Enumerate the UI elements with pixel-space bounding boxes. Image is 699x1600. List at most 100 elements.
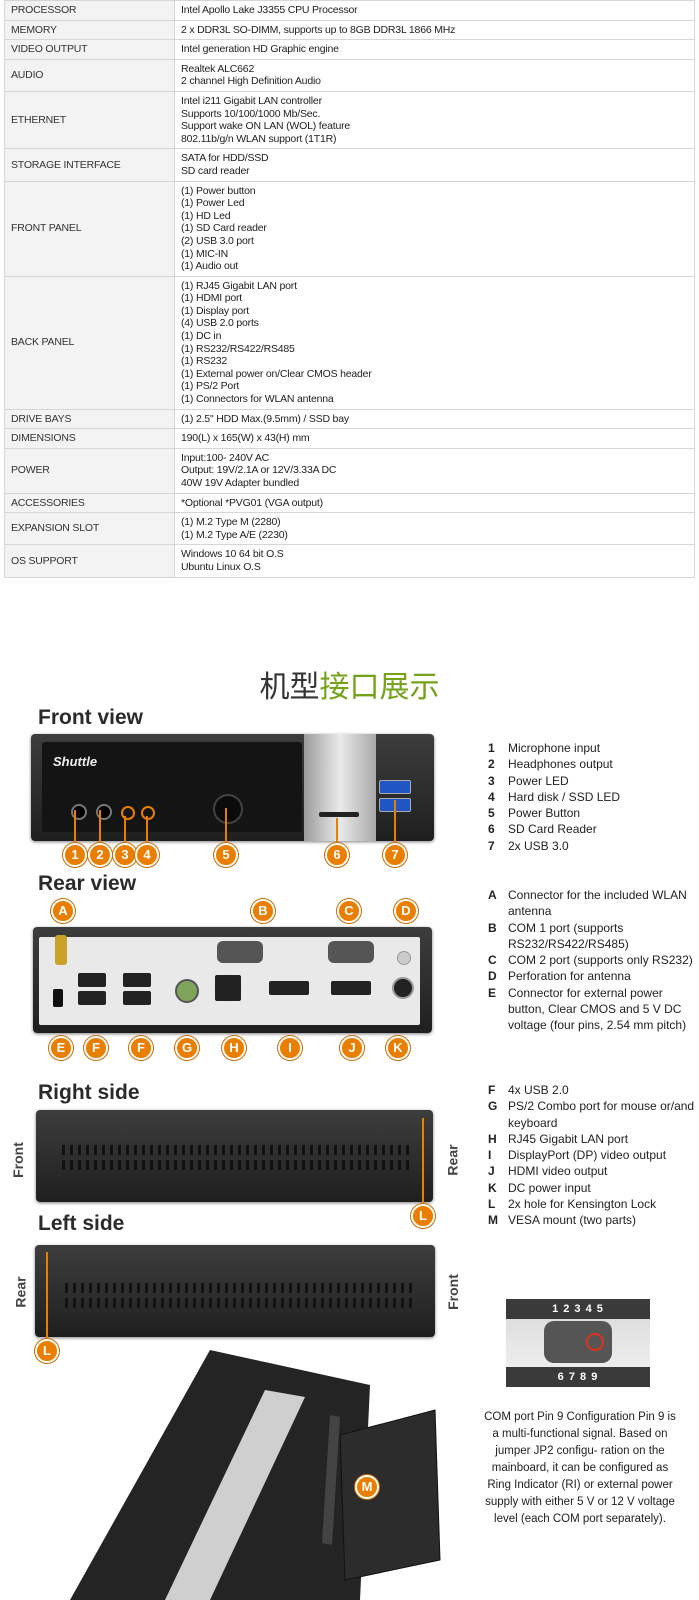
legend-number: 2: [488, 757, 495, 772]
angled-device-vents: [322, 1415, 340, 1545]
spec-value-line: Realtek ALC662: [181, 62, 255, 75]
heading-part1: 机型: [259, 670, 320, 705]
legend-number: 1: [488, 741, 495, 755]
spec-value: (1) 2.5" HDD Max.(9.5mm) / SSD bay: [174, 408, 695, 430]
power-header: [53, 989, 63, 1007]
legend-text: 4x USB 2.0: [508, 1083, 569, 1097]
left-side-title: Left side: [38, 1212, 125, 1235]
spec-value-line: (1) Power Led: [181, 197, 245, 210]
legend-text: Hard disk / SSD LED: [508, 789, 621, 804]
spec-value-line: Input:100- 240V AC: [181, 451, 270, 464]
com-pin-diagram: 1 2 3 4 5 6 7 8 9: [506, 1299, 650, 1387]
legend-text: Perforation for antenna: [508, 969, 631, 984]
spec-value-line: (1) MIC-IN: [181, 247, 228, 260]
spec-key: OS SUPPORT: [4, 544, 175, 578]
sd-card-slot: [319, 812, 359, 817]
badge-i: I: [278, 1036, 302, 1060]
badge-b: B: [251, 899, 275, 923]
legend-text: Power Button: [508, 806, 581, 821]
spec-key: DIMENSIONS: [4, 428, 175, 449]
right-side-front-label: Front: [9, 1142, 26, 1178]
legend-text: SD Card Reader: [508, 822, 597, 837]
spec-value-line: (1) Display port: [181, 304, 249, 317]
right-side-device: [36, 1110, 433, 1202]
legend-text: Connector for external power button, Cle…: [508, 985, 687, 1033]
heading-part2: 接口展示: [319, 670, 440, 705]
right-side-title: Right side: [38, 1081, 140, 1104]
legend-text: Headphones output: [508, 757, 613, 772]
spec-value: Intel generation HD Graphic engine: [174, 39, 695, 60]
legend-number: L: [488, 1197, 496, 1212]
spec-key: STORAGE INTERFACE: [4, 148, 175, 182]
leader-l1: [422, 1118, 424, 1208]
spec-value-line: Output: 19V/2.1A or 12V/3.33A DC: [181, 464, 337, 477]
spec-value-line: (1) 2.5" HDD Max.(9.5mm) / SSD bay: [181, 412, 349, 425]
left-side-device: [35, 1245, 435, 1337]
spec-value-line: Intel generation HD Graphic engine: [181, 43, 339, 56]
front-view-title: Front view: [38, 706, 144, 729]
badge-7: 7: [383, 843, 407, 867]
badge-e: E: [49, 1036, 73, 1060]
vesa-mount-illustration: [70, 1350, 441, 1600]
rear-view-device: [33, 927, 432, 1033]
badge-d: D: [394, 899, 418, 923]
vesa-bracket: [339, 1409, 441, 1581]
legend-number: B: [488, 920, 497, 935]
leader-3: [124, 816, 126, 850]
legend-number: A: [488, 888, 497, 902]
spec-key: PROCESSOR: [4, 0, 175, 21]
legend-number: D: [488, 969, 497, 984]
spec-value-line: (1) M.2 Type A/E (2230): [181, 528, 288, 541]
spec-value-line: (1) Audio out: [181, 260, 238, 273]
rj45-port: [215, 975, 241, 1001]
left-side-rear-label: Rear: [12, 1276, 29, 1308]
spec-value-line: (4) USB 2.0 ports: [181, 317, 259, 330]
spec-value: (1) Power button(1) Power Led(1) HD Led(…: [174, 180, 695, 277]
spec-value-line: Windows 10 64 bit O.S: [181, 548, 284, 561]
spec-key: EXPANSION SLOT: [4, 512, 175, 546]
badge-2: 2: [88, 843, 112, 867]
spec-value-line: Supports 10/100/1000 Mb/Sec.: [181, 107, 321, 120]
legend-number: 6: [488, 822, 495, 837]
spec-value-line: 40W 19V Adapter bundled: [181, 477, 299, 489]
right-vent-row-1: [62, 1145, 412, 1155]
spec-value-line: (1) Power button: [181, 184, 256, 197]
spec-value-line: (2) USB 3.0 port: [181, 234, 254, 247]
spec-key: AUDIO: [4, 58, 175, 92]
front-view-device: Shuttle: [31, 734, 434, 841]
usb2-port-2: [78, 991, 106, 1005]
legend-number: 4: [488, 789, 495, 804]
legend-number: H: [488, 1131, 497, 1146]
spec-key: FRONT PANEL: [4, 180, 175, 277]
legend-number: G: [488, 1099, 498, 1114]
legend-number: 7: [488, 838, 495, 853]
badge-c: C: [337, 899, 361, 923]
angled-device-stripe: [165, 1390, 305, 1600]
usb3-port-1: [379, 780, 411, 794]
legend-number: C: [488, 953, 497, 968]
spec-value-line: (1) M.2 Type M (2280): [181, 516, 281, 529]
legend-item: 4 Hard disk / SSD LED: [488, 789, 698, 805]
spec-value-line: SD card reader: [181, 164, 250, 177]
leader-5: [225, 808, 227, 850]
legend-number: J: [488, 1164, 495, 1179]
spec-value: 2 x DDR3L SO-DIMM, supports up to 8GB DD…: [174, 19, 695, 41]
badge-a: A: [51, 899, 75, 923]
spec-value: (1) RJ45 Gigabit LAN port(1) HDMI port(1…: [174, 275, 695, 410]
legend-text: DisplayPort (DP) video output: [508, 1148, 667, 1163]
com-pins-top-numbers: 1 2 3 4 5: [506, 1299, 650, 1319]
spec-value-line: 2 x DDR3L SO-DIMM, supports up to 8GB DD…: [181, 23, 456, 36]
spec-value: (1) M.2 Type M (2280)(1) M.2 Type A/E (2…: [174, 512, 695, 546]
